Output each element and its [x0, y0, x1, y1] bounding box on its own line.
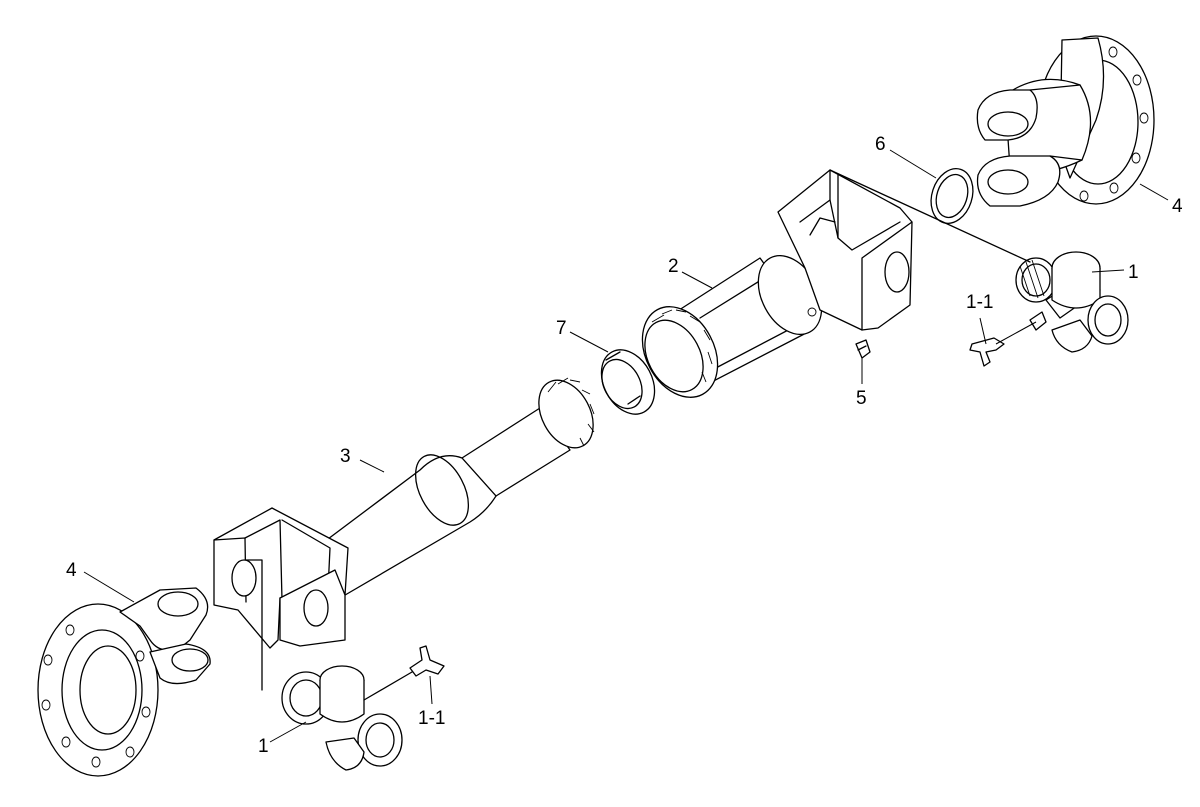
snap-ring-part-6 [930, 168, 974, 224]
callout-1-upper: 1 [1128, 262, 1139, 283]
universal-joint-upper [829, 169, 1129, 353]
slip-yoke-part-2 [641, 169, 913, 398]
callout-1-lower: 1 [258, 736, 269, 757]
universal-joint-lower [281, 665, 413, 771]
grease-nipple-part-5 [855, 339, 871, 359]
leader-lines [83, 149, 1169, 743]
callout-5: 5 [856, 388, 867, 409]
grease-fitting-upper [969, 321, 1037, 367]
flange-yoke-lower-left [37, 587, 211, 777]
callout-4-left: 4 [66, 560, 77, 581]
callout-1-1-upper: 1-1 [966, 292, 993, 313]
grease-fitting-lower [409, 645, 445, 677]
callout-1-1-lower: 1-1 [418, 708, 445, 729]
callout-2: 2 [668, 256, 679, 277]
callout-3: 3 [340, 446, 351, 467]
callout-4-right: 4 [1172, 196, 1183, 217]
callout-7: 7 [556, 318, 567, 339]
callout-labels: 1 1-1 2 3 4 4 5 6 7 1 1-1 [66, 134, 1183, 757]
dust-ring-part-7 [600, 349, 656, 415]
shaft-tube-part-3 [213, 377, 595, 691]
callout-6: 6 [875, 134, 886, 155]
flange-yoke-upper-right [976, 35, 1155, 207]
